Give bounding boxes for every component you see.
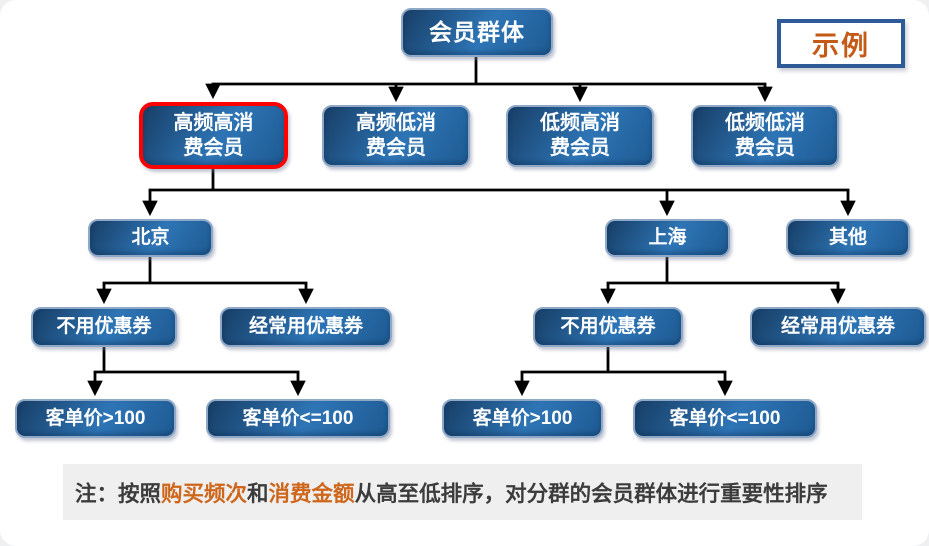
node-label-line: 高频低消	[356, 112, 436, 134]
node-no-coupon-left: 不用优惠券	[31, 307, 177, 347]
node-label-line: 低频低消	[725, 112, 805, 134]
node-label-line: 费会员	[735, 137, 795, 159]
example-badge: 示例	[777, 19, 905, 68]
node-price-gt100-left: 客单价>100	[15, 399, 176, 438]
note-text: 注：按照	[75, 481, 162, 506]
node-member-group: 会员群体	[401, 8, 553, 57]
node-highfreq-highspend: 高频高消 费会员	[139, 102, 288, 169]
note-bar: 注：按照购买频次和消费金额从高至低排序，对分群的会员群体进行重要性排序	[63, 464, 862, 520]
node-lowfreq-highspend: 低频高消 费会员	[506, 105, 654, 167]
node-label-line: 费会员	[550, 137, 610, 159]
node-label-line: 费会员	[183, 136, 244, 159]
node-shanghai: 上海	[605, 219, 730, 257]
note-accent-purchase-frequency: 购买频次	[161, 481, 248, 506]
node-often-coupon-right: 经常用优惠券	[750, 307, 926, 347]
node-other: 其他	[786, 219, 910, 257]
node-lowfreq-lowspend: 低频低消 费会员	[691, 105, 839, 167]
node-beijing: 北京	[88, 219, 213, 257]
node-highfreq-lowspend: 高频低消 费会员	[322, 105, 470, 167]
node-price-le100-left: 客单价<=100	[206, 399, 390, 438]
note-accent-spend-amount: 消费金额	[268, 481, 355, 506]
note-text: 和	[247, 481, 269, 506]
node-label-line: 低频高消	[540, 112, 620, 134]
node-price-le100-right: 客单价<=100	[633, 399, 817, 438]
node-no-coupon-right: 不用优惠券	[533, 307, 683, 347]
node-label-line: 高频高消	[173, 111, 254, 134]
node-often-coupon-left: 经常用优惠券	[220, 307, 392, 347]
node-price-gt100-right: 客单价>100	[442, 399, 603, 438]
note-text: 从高至低排序，对分群的会员群体进行重要性排序	[354, 481, 828, 506]
node-label-line: 费会员	[366, 137, 426, 159]
